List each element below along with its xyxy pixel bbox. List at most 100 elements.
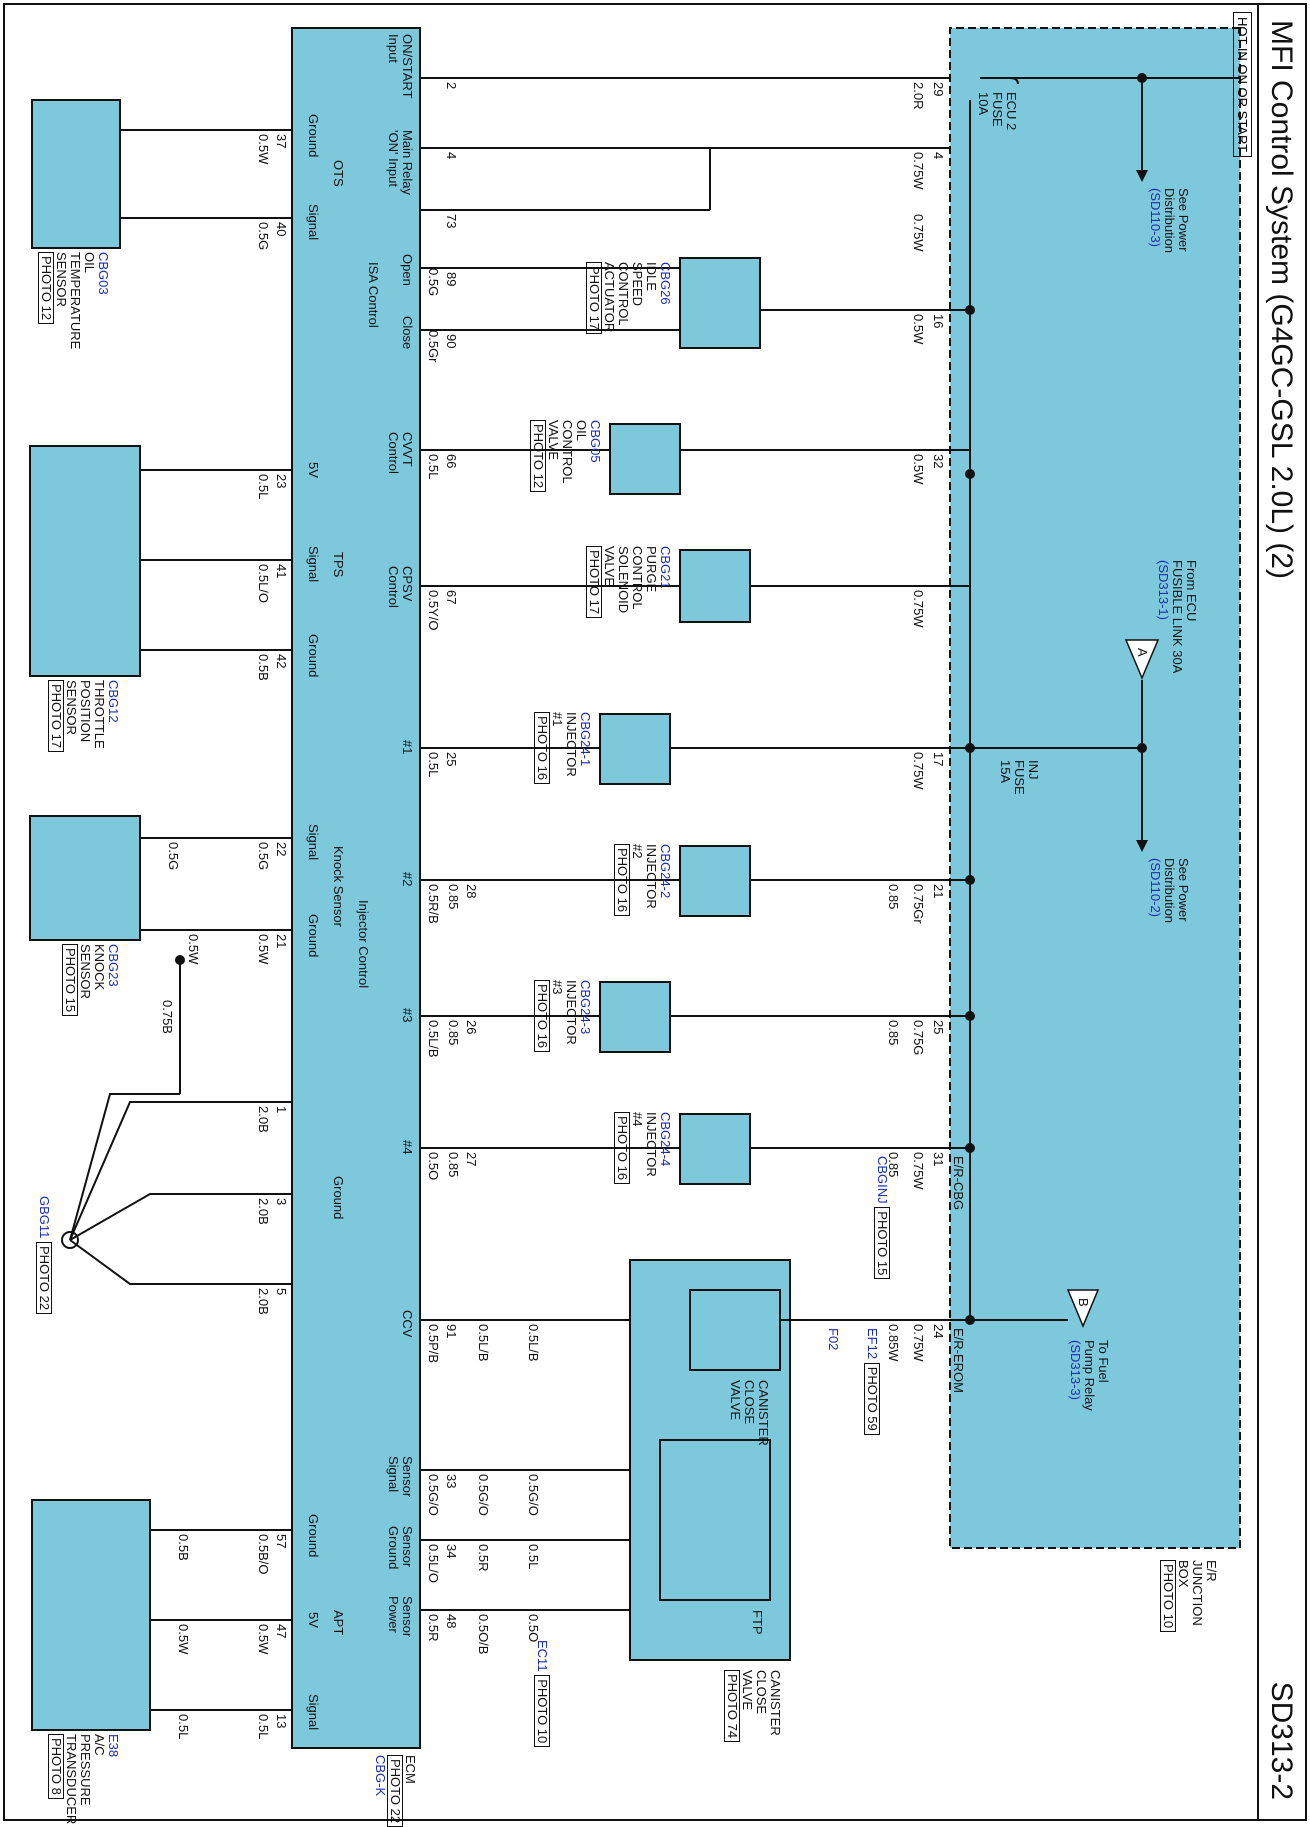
tps-box: [29, 445, 141, 677]
ecm-ks-ground: Ground: [306, 914, 321, 958]
pin: 3: [274, 1198, 289, 1206]
pin: 48: [444, 1614, 459, 1629]
fuse-icon: [1009, 77, 1019, 85]
wire-gauge: 0.75Gr: [911, 884, 926, 924]
wire-gauge: 0.75W: [911, 590, 926, 628]
pin: 1: [274, 1106, 289, 1114]
wire-gauge: 0.5O: [526, 1614, 541, 1643]
ground-icon: [61, 1231, 79, 1249]
wire-gauge: 0.5W: [911, 314, 926, 345]
wire-gauge: 0.85: [886, 1020, 901, 1046]
pin: 26: [464, 1020, 479, 1035]
er-cbg-label: E/R-CBG: [951, 1156, 966, 1211]
pin: 89: [444, 272, 459, 287]
wire-gauge: 0.75W: [911, 152, 926, 190]
inj1-label: CBG24-1 INJECTOR#1 PHOTO 16: [534, 712, 593, 785]
oil-temp-sensor-box: [31, 99, 121, 249]
pin: 21: [931, 884, 946, 899]
wire-gauge: 2.0B: [256, 1106, 271, 1133]
wire-gauge: 0.5W: [176, 1624, 191, 1655]
wire-gauge: 0.5G/O: [526, 1474, 541, 1516]
wire-ks-shield-ground: [69, 1093, 180, 1241]
wire-gauge: 0.75W: [911, 214, 926, 252]
pin: 21: [274, 934, 289, 949]
wire-gauge: 0.5L/B: [526, 1324, 541, 1362]
knock-sensor-box: [29, 815, 141, 941]
ef12-connector: EF12 PHOTO 59: [864, 1328, 880, 1435]
wire-gauge: 0.5G: [256, 842, 271, 871]
pin: 47: [274, 1624, 289, 1639]
inj4-box: [679, 1113, 751, 1185]
ground-label: GBG11 PHOTO 22: [36, 1196, 52, 1315]
pcsv-box: [679, 549, 751, 623]
ecm-name: ECM PHOTO 22 CBG-K: [373, 1755, 418, 1827]
wire-gauge: 0.5R/B: [426, 884, 441, 924]
ecm-apt-ground: Ground: [306, 1514, 321, 1558]
wire-gnd3: [69, 1239, 292, 1285]
pin: 5: [274, 1288, 289, 1296]
wire-gauge: 0.5G/O: [426, 1474, 441, 1516]
wire-gauge: 0.5W: [256, 1624, 271, 1655]
wire-gauge: 0.5L: [426, 454, 441, 480]
pin: 90: [444, 334, 459, 349]
pin: 73: [444, 214, 459, 229]
wire-gauge: 0.5L: [256, 1714, 271, 1740]
wire-gauge: 0.5B: [256, 654, 271, 681]
wire-gauge: 0.5L: [426, 752, 441, 778]
wire-gauge: 0.5L: [526, 1544, 541, 1570]
pin: 34: [444, 1544, 459, 1559]
wire-gauge: 2.0B: [256, 1198, 271, 1225]
pin: 57: [274, 1534, 289, 1549]
wire-gauge: 0.5R: [476, 1544, 491, 1572]
wire-gauge: 2.0B: [256, 1288, 271, 1315]
ecm-apt: APT: [331, 1610, 346, 1636]
inj4-label: CBG24-4 INJECTOR#4 PHOTO 16: [614, 1112, 673, 1185]
wire-gauge: 0.85: [446, 1020, 461, 1046]
wire-gauge: 0.5G: [256, 222, 271, 251]
wire-gauge: 0.85: [446, 1152, 461, 1178]
wire-gauge: 0.5W: [186, 934, 201, 965]
er-erom-label: E/R-EROM: [951, 1328, 966, 1393]
wire-gnd2: [69, 1193, 292, 1241]
apt-box: [31, 1499, 151, 1731]
wire-gauge: 0.5O: [426, 1152, 441, 1181]
junction-dot: [175, 955, 185, 965]
pin: 23: [274, 474, 289, 489]
connector-b-triangle: [1066, 1289, 1100, 1328]
junction-box: [949, 27, 1241, 1549]
pin: 17: [931, 752, 946, 767]
pin: 27: [464, 1152, 479, 1167]
wire-gauge: 0.5W: [256, 134, 271, 165]
wire-gauge: 0.5L/B: [476, 1324, 491, 1362]
wire-gauge: 0.75W: [911, 1324, 926, 1362]
wire-gauge: 0.85W: [886, 1324, 901, 1362]
ecm-tps-ground: Ground: [306, 634, 321, 678]
wire-gauge: 0.5B/O: [256, 1534, 271, 1575]
ecm-tps-5v: 5V: [306, 462, 321, 478]
cbginj-connector: CBGINJ PHOTO 15: [874, 1156, 890, 1280]
pin: 28: [464, 884, 479, 899]
ecm-main-relay: Main Relay'ON' Input: [386, 130, 415, 196]
pin: 25: [931, 1020, 946, 1035]
pin: 25: [444, 752, 459, 767]
ccv-box: [689, 1289, 781, 1371]
wire-gauge: 0.75G: [911, 1020, 926, 1056]
pin: 22: [274, 842, 289, 857]
wire-gauge: 0.5R: [426, 1614, 441, 1642]
arrow-icon: [1136, 840, 1148, 852]
page-code: SD313-2: [1265, 1681, 1298, 1800]
